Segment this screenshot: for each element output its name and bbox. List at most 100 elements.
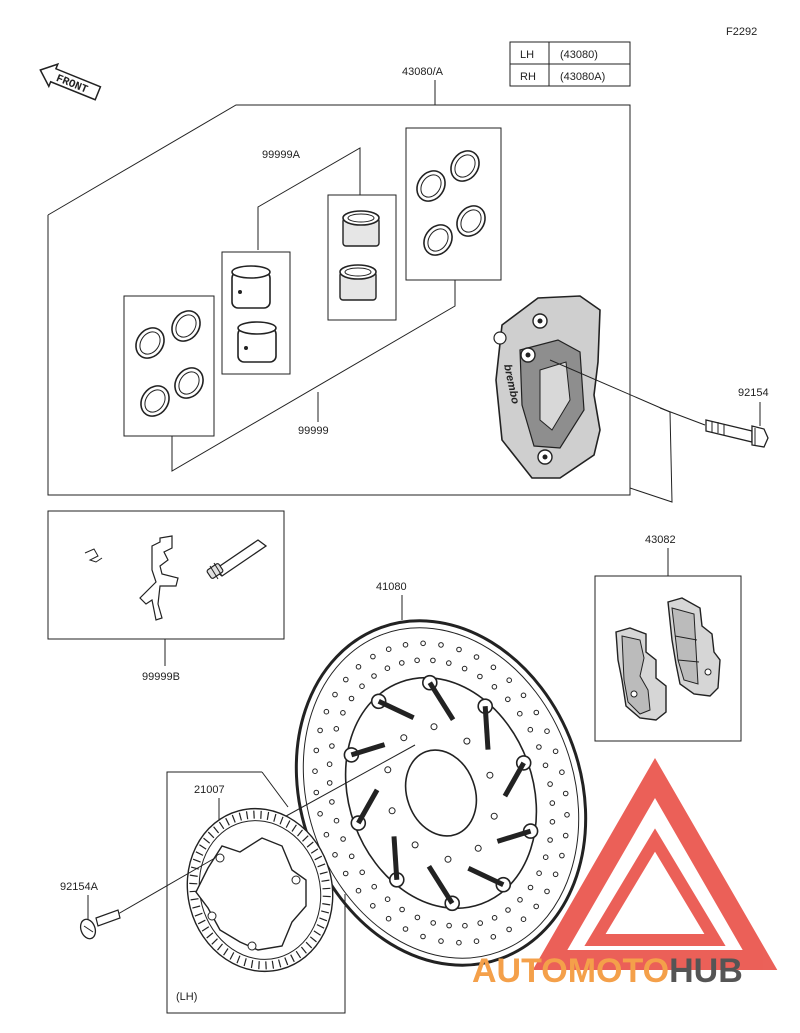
disc-hole — [544, 888, 550, 895]
rotor-tooth — [236, 955, 241, 964]
disc-hole — [385, 915, 392, 922]
disc-hub-hole — [486, 771, 494, 779]
disc-hole — [533, 709, 540, 716]
disc-hole — [491, 915, 498, 921]
disc-hole — [342, 870, 349, 877]
disc-hole — [446, 922, 452, 929]
disc-hole — [456, 646, 462, 653]
disc-hole — [399, 906, 405, 913]
disc-hole — [402, 642, 409, 648]
rotor-tooth — [313, 930, 321, 936]
disc-hole — [385, 646, 392, 653]
label-lh-note: (LH) — [176, 991, 197, 1003]
disc-hole — [477, 673, 483, 680]
disc-hole — [332, 852, 338, 858]
disc-hole — [456, 939, 462, 946]
rotor-tooth — [321, 879, 330, 882]
pin-kit-box — [47, 510, 285, 640]
disc-hole — [359, 683, 365, 690]
disc-hole — [549, 800, 556, 806]
rotor-tooth — [319, 917, 328, 922]
label-pad-spring-kit: 99999A — [262, 149, 301, 161]
rotor-tooth — [211, 938, 218, 945]
disc-hole — [527, 726, 534, 733]
label-seal-kit: 99999 — [298, 425, 329, 437]
disc-hub-hole — [384, 766, 392, 774]
rotor-bolt — [79, 909, 121, 940]
piston-box-right — [327, 194, 397, 321]
disc-hole — [420, 640, 426, 647]
rotor-tooth — [322, 903, 331, 906]
disc-center-bore — [404, 749, 478, 837]
disc-hole — [506, 926, 512, 933]
disc-hole — [505, 696, 511, 703]
disc-hole — [348, 853, 355, 860]
seal-box-left — [123, 295, 215, 437]
rotor-tooth — [207, 831, 215, 839]
disc-hole — [323, 831, 330, 838]
piston-box-left — [221, 251, 291, 375]
disc-carrier — [343, 674, 539, 912]
disc-hole — [517, 897, 523, 903]
rotor-tooth — [190, 866, 199, 870]
disc-hub-hole — [490, 812, 498, 820]
label-caliper-assy: 43080/A — [402, 66, 444, 78]
disc-hole — [552, 871, 559, 878]
disc-hole — [355, 887, 362, 894]
rotor-tooth — [189, 874, 198, 877]
watermark-text: AUTOMOTOHUB — [472, 952, 743, 990]
disc-hole — [326, 780, 333, 786]
rotor-tooth — [290, 954, 295, 963]
disc-hole — [317, 811, 323, 817]
rotor-tooth — [213, 826, 220, 834]
rotor-tooth — [203, 837, 211, 844]
disc-hole — [438, 938, 444, 944]
disc-hole — [371, 673, 377, 679]
disc-hole — [527, 884, 534, 891]
disc-hole — [332, 691, 338, 698]
disc-hole — [536, 870, 542, 877]
disc-hub-hole — [444, 855, 452, 863]
disc-hole — [370, 903, 376, 909]
front-arrow-icon: FRONT — [39, 62, 102, 101]
label-disc: 41080 — [376, 581, 407, 593]
disc-hub-hole — [411, 841, 419, 849]
disc-hole — [340, 836, 346, 842]
watermark-logo-icon — [532, 757, 778, 970]
label-pin-kit: 99999B — [142, 671, 180, 683]
rotor-tooth — [291, 824, 297, 832]
disc-hub-hole — [430, 723, 438, 731]
disc-hole — [562, 832, 569, 839]
disc-hole — [329, 743, 335, 749]
disc-hub-hole — [388, 807, 396, 815]
label-sensor-rotor: 21007 — [194, 784, 225, 796]
rotor-tooth — [322, 887, 331, 890]
disc-hole — [473, 654, 480, 660]
rotor-tooth — [190, 898, 199, 901]
rotor-tooth — [305, 941, 313, 949]
rotor-tooth — [297, 829, 303, 837]
caliper-body: brembo — [493, 295, 601, 479]
rotor-tooth — [266, 811, 270, 820]
side-table-lh-code: (43080) — [560, 49, 598, 61]
disc-hole — [491, 684, 498, 690]
rotor-tooth — [250, 960, 254, 969]
rotor-tooth — [225, 817, 230, 826]
side-table: LH (43080) RH (43080A) — [509, 41, 631, 87]
label-rotor-bolt: 92154A — [60, 881, 99, 893]
disc-hole — [477, 920, 484, 926]
disc-hole — [323, 708, 330, 715]
disc-hole — [462, 922, 468, 929]
rotor-tooth — [199, 844, 207, 850]
rotor-tooth — [245, 811, 249, 820]
disc-hole — [370, 653, 376, 660]
rotor-tooth — [279, 816, 284, 825]
disc-hole — [559, 769, 565, 776]
rotor-tooth — [218, 821, 225, 830]
rotor-tooth — [217, 943, 223, 951]
disc-hole — [520, 916, 527, 923]
disc-hole — [552, 748, 559, 755]
disc-hole — [542, 854, 549, 861]
caliper-bolt — [705, 419, 769, 448]
